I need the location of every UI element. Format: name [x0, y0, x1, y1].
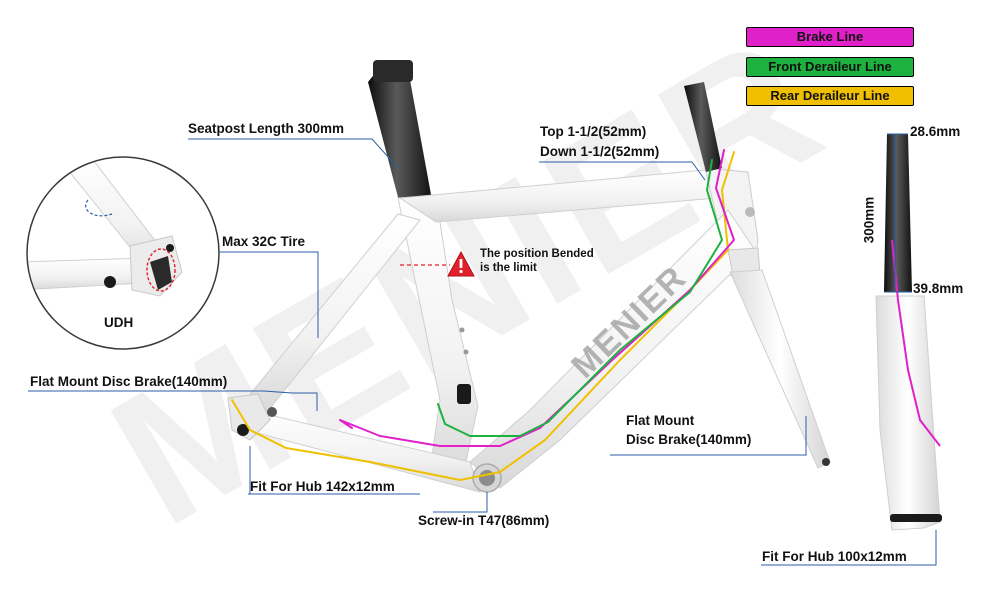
front-fork: [684, 82, 831, 469]
cable-routing: [231, 149, 735, 481]
legend-brake-label: Brake Line: [796, 29, 864, 44]
steerer-top-diameter-label: 28.6mm: [910, 124, 961, 139]
brake-line: [339, 149, 735, 447]
rear-flat-mount-label: Flat Mount Disc Brake(140mm): [30, 374, 228, 389]
headset-bearing: [745, 207, 755, 217]
legend-front-derailleur-line: Front Deraileur Line: [746, 57, 914, 77]
bottle-boss-bolt: [459, 327, 465, 333]
seatpost-length-label: Seatpost Length 300mm: [188, 121, 345, 136]
bend-warning-line1: The position Bended: [480, 248, 594, 260]
standalone-fork: [875, 133, 942, 531]
udh-label: UDH: [104, 315, 134, 330]
headset-top-label: Top 1-1/2(52mm): [540, 124, 647, 139]
max-tire-label: Max 32C Tire: [222, 234, 306, 249]
rear-hub-label: Fit For Hub 142x12mm: [250, 479, 395, 494]
bottle-boss: [457, 384, 471, 404]
legend-front-label: Front Deraileur Line: [768, 59, 892, 74]
legend-rear-label: Rear Deraileur Line: [770, 88, 890, 103]
headset-down-label: Down 1-1/2(52mm): [540, 144, 660, 159]
rear-axle: [237, 424, 249, 436]
callout-lines: [28, 138, 937, 566]
steerer-bottom-diameter-label: 39.8mm: [913, 281, 964, 296]
front-hub-label: Fit For Hub 100x12mm: [762, 549, 907, 564]
rear-derailleur-line: [231, 151, 735, 481]
bottom-bracket-shell: [479, 470, 495, 486]
standalone-fork-leg: [875, 295, 941, 531]
standalone-fork-axle: [890, 514, 942, 522]
seatpost: [368, 60, 432, 205]
warning-triangle-icon: [447, 250, 475, 277]
front-axle: [822, 458, 830, 466]
saddle-clamp: [373, 60, 413, 82]
legend-brake-line: Brake Line: [746, 27, 914, 47]
bend-warning-line2: is the limit: [480, 262, 537, 274]
bend-warning-text: The position Bended is the limit: [480, 247, 594, 275]
udh-inset-circle: [26, 156, 220, 350]
front-flat-mount-label-line1: Flat Mount: [626, 413, 695, 428]
bottle-boss-bolt: [463, 349, 469, 355]
legend-rear-derailleur-line: Rear Deraileur Line: [746, 86, 914, 106]
standalone-fork-brake-line: [891, 239, 941, 447]
udh-inset: [26, 156, 220, 350]
front-derailleur-line: [437, 159, 723, 437]
steerer-top: [684, 82, 722, 172]
standalone-steerer: [884, 134, 912, 292]
brake-mount-bolt: [267, 407, 277, 417]
bottom-bracket-label: Screw-in T47(86mm): [418, 513, 550, 528]
steerer-length-label: 300mm: [861, 196, 877, 244]
front-flat-mount-label-line2: Disc Brake(140mm): [626, 432, 752, 447]
